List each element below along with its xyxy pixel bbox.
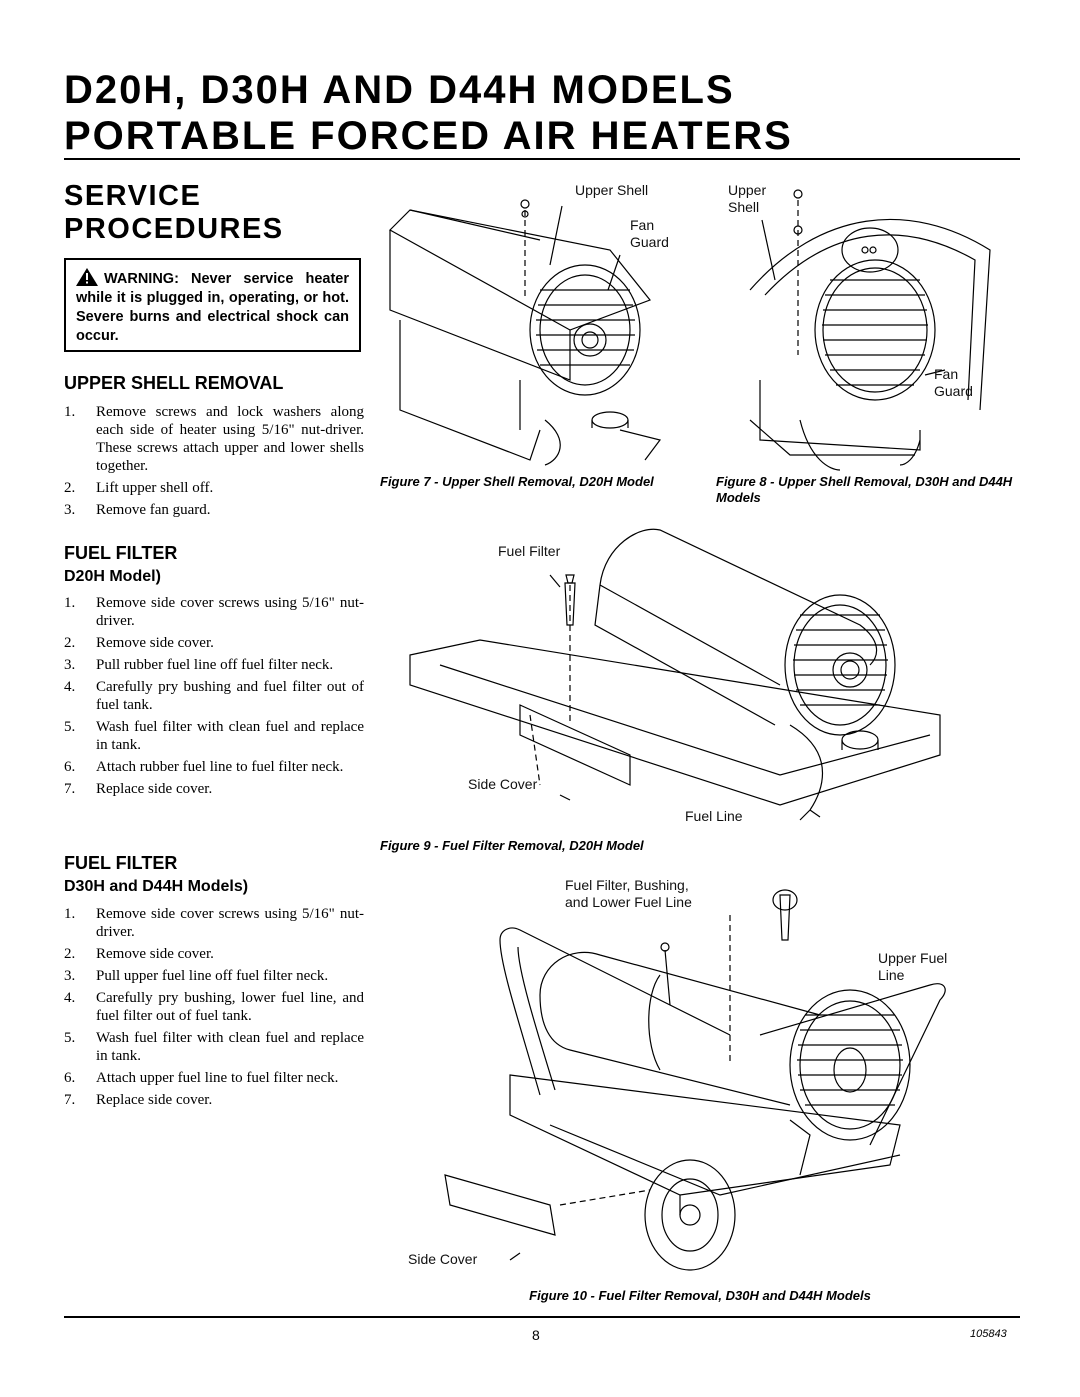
fuel-filter-d20h-heading: FUEL FILTER <box>64 543 178 563</box>
list-item: 1.Remove screws and lock washers along e… <box>64 404 364 474</box>
fig10-label-side-cover: Side Cover <box>408 1251 478 1267</box>
list-item: 5.Wash fuel filter with clean fuel and r… <box>64 1030 364 1064</box>
warning-triangle-icon <box>76 268 98 286</box>
figure-7-caption: Figure 7 - Upper Shell Removal, D20H Mod… <box>380 474 654 489</box>
list-item: 3.Remove fan guard. <box>64 502 211 518</box>
figure-7-illustration <box>380 180 710 470</box>
document-number: 105843 <box>970 1328 1007 1340</box>
header-rule <box>64 158 1020 160</box>
fuel-filter-d30h-steps: 1.Remove side cover screws using 5/16" n… <box>64 905 364 1113</box>
fig10-label-fuel-filter-bushing: Fuel Filter, Bushing, <box>565 877 689 893</box>
list-item: 4.Carefully pry bushing and fuel filter … <box>64 679 364 713</box>
page-header-line-2: PORTABLE FORCED AIR HEATERS <box>64 114 793 158</box>
list-item: 1.Remove side cover screws using 5/16" n… <box>64 595 364 629</box>
footer-rule <box>64 1316 1020 1318</box>
fuel-filter-d20h-steps: 1.Remove side cover screws using 5/16" n… <box>64 594 364 802</box>
fig7-label-upper-shell: Upper Shell <box>575 182 649 198</box>
fig7-label-fan: Fan <box>630 217 655 233</box>
fuel-filter-d30h-subheading: D30H and D44H Models) <box>64 878 249 895</box>
page-header-line-1: D20H, D30H AND D44H MODELS <box>64 68 735 112</box>
fig9-label-side-cover: Side Cover <box>468 776 538 792</box>
section-title: SERVICE PROCEDURES <box>64 180 284 245</box>
figure-8-illustration <box>740 180 1010 470</box>
fig10-label-lower-fuel-line: and Lower Fuel Line <box>565 894 692 910</box>
fig10-label-upper-fuel: Upper Fuel <box>878 950 948 966</box>
figure-10-caption: Figure 10 - Fuel Filter Removal, D30H an… <box>529 1288 871 1303</box>
list-item: 2.Remove side cover. <box>64 635 214 651</box>
upper-shell-removal-heading: UPPER SHELL REMOVAL <box>64 373 284 393</box>
list-item: 3.Pull rubber fuel line off fuel filter … <box>64 657 334 673</box>
list-item: 2.Remove side cover. <box>64 946 214 962</box>
fig10-label-line: Line <box>878 967 905 983</box>
list-item: 2.Lift upper shell off. <box>64 480 214 496</box>
list-item: 1.Remove side cover screws using 5/16" n… <box>64 906 364 940</box>
fig8-label-guard: Guard <box>934 383 973 399</box>
fig8-label-shell: Shell <box>728 199 760 215</box>
warning-text: WARNING: Never service heater while it i… <box>76 271 349 344</box>
list-item: 5.Wash fuel filter with clean fuel and r… <box>64 719 364 753</box>
warning-box: WARNING: Never service heater while it i… <box>64 258 361 352</box>
fig8-label-upper: Upper <box>728 182 767 198</box>
figure-9-illustration <box>400 515 960 825</box>
list-item: 6.Attach upper fuel line to fuel filter … <box>64 1070 339 1086</box>
fig7-label-guard: Guard <box>630 234 669 250</box>
list-item: 7.Replace side cover. <box>64 781 213 797</box>
figure-8-caption: Figure 8 - Upper Shell Removal, D30H and… <box>716 474 1013 505</box>
list-item: 3.Pull upper fuel line off fuel filter n… <box>64 968 329 984</box>
list-item: 6.Attach rubber fuel line to fuel filter… <box>64 759 344 775</box>
figure-9-caption: Figure 9 - Fuel Filter Removal, D20H Mod… <box>380 838 644 853</box>
fig8-label-fan: Fan <box>934 366 959 382</box>
fuel-filter-d20h-subheading: D20H Model) <box>64 568 161 585</box>
fuel-filter-d30h-heading: FUEL FILTER <box>64 853 178 873</box>
page-number: 8 <box>532 1327 540 1343</box>
upper-shell-removal-steps: 1.Remove screws and lock washers along e… <box>64 403 364 523</box>
list-item: 7.Replace side cover. <box>64 1092 213 1108</box>
figure-10-illustration <box>430 875 970 1275</box>
fig9-label-fuel-line: Fuel Line <box>685 808 743 824</box>
fig9-label-fuel-filter: Fuel Filter <box>498 543 561 559</box>
list-item: 4.Carefully pry bushing, lower fuel line… <box>64 990 364 1024</box>
